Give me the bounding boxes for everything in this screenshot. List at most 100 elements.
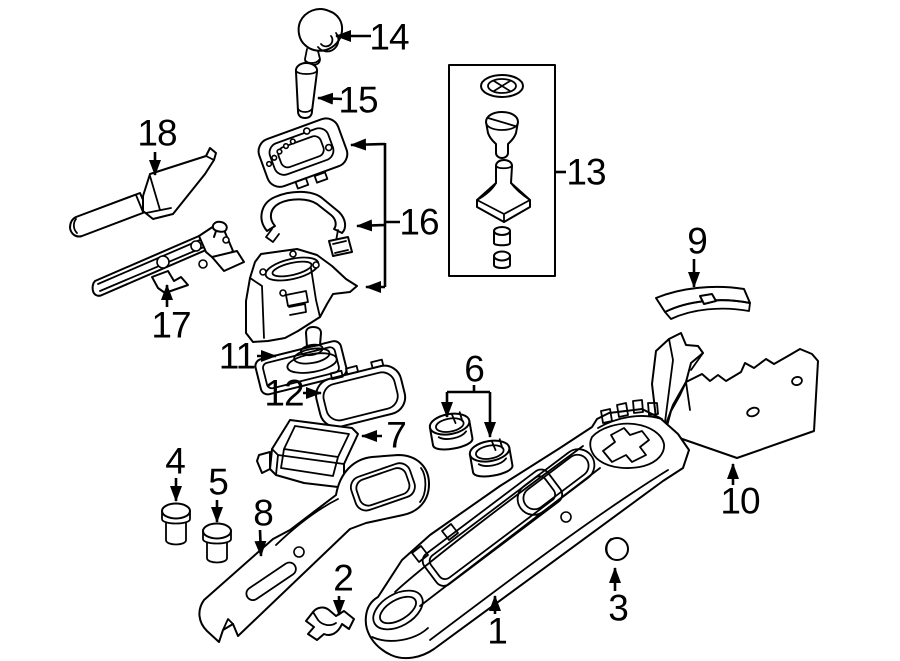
callout-13-label: 13 [566, 152, 605, 193]
part-6-cup-left [428, 411, 474, 451]
part-1-front-channel [516, 448, 596, 516]
callout-16[interactable]: 16 [350, 138, 440, 293]
part-14-outline [297, 8, 344, 52]
callout-1[interactable]: 1 [487, 595, 508, 652]
callout-6-bracket [447, 385, 490, 394]
part-11-bellows [286, 343, 338, 374]
part-5-top [202, 522, 232, 540]
part-18-boot-details [145, 155, 215, 214]
part-1-center-console[interactable] [364, 399, 690, 660]
part-17-foot [151, 270, 189, 294]
part-12-trim-frame[interactable] [311, 356, 409, 430]
part-13-cap-disc [480, 74, 524, 98]
part-16-guide-details [265, 228, 339, 243]
part-17-brake-lever[interactable] [91, 220, 245, 297]
part-7-storage-tray[interactable] [256, 419, 359, 488]
callout-4[interactable]: 4 [165, 441, 186, 502]
part-11-plate [254, 340, 348, 396]
part-1-mount-teeth [597, 399, 663, 429]
part-16-housing[interactable] [245, 248, 358, 343]
part-3-rim [605, 538, 612, 559]
callout-3-label: 3 [608, 588, 628, 629]
callout-15-label: 15 [338, 80, 378, 121]
part-17-bar-lines [97, 239, 205, 292]
part-1-hole [560, 511, 572, 523]
callout-11[interactable]: 11 [219, 336, 277, 377]
part-8-outline [198, 454, 430, 643]
part-5-body [202, 530, 232, 564]
callout-15[interactable]: 15 [317, 80, 379, 121]
part-10-hole-1 [746, 406, 760, 418]
part-16-housing-holes [259, 250, 320, 297]
part-1-shifter-boss [589, 422, 665, 469]
callout-8[interactable]: 8 [253, 493, 274, 557]
part-16-plate-island [277, 135, 325, 169]
part-10-rear-bracket[interactable] [651, 332, 819, 459]
part-11-boot-plate[interactable] [254, 326, 348, 396]
part-4-body [161, 510, 191, 546]
part-16-guide-outline [260, 190, 347, 234]
part-10-hole-2 [791, 376, 803, 386]
callout-10[interactable]: 10 [720, 463, 761, 522]
callout-18-label: 18 [137, 113, 176, 154]
part-5-plug[interactable] [202, 522, 232, 564]
callout-14-label: 14 [369, 17, 409, 58]
part-14-shift-knob[interactable] [297, 8, 344, 66]
part-15-lever-sleeve[interactable] [294, 62, 319, 119]
callout-11-label: 11 [219, 336, 255, 377]
callout-9[interactable]: 9 [687, 221, 708, 288]
callout-6-label: 6 [464, 349, 484, 390]
part-15-outline [294, 62, 319, 119]
part-8-details [222, 467, 427, 631]
part-12-tabs [329, 358, 385, 381]
part-16-housing-details [249, 267, 321, 339]
callout-12[interactable]: 12 [264, 373, 322, 414]
part-1-cup-recess [372, 589, 424, 631]
part-11-stem [305, 326, 322, 348]
callout-8-arrow [254, 529, 267, 557]
part-13-shifter-kit[interactable] [448, 64, 556, 277]
part-8-hole [293, 546, 305, 558]
callout-3[interactable]: 3 [608, 567, 629, 629]
callout-17[interactable]: 17 [151, 284, 192, 346]
callout-15-arrow [317, 92, 343, 105]
callout-7[interactable]: 7 [361, 415, 407, 456]
part-16-gate-plate[interactable] [255, 115, 354, 198]
part-2-detail [312, 611, 337, 627]
part-16-plate-tabs [294, 171, 329, 190]
part-13-knob [485, 111, 519, 159]
part-9-rear-bracket[interactable] [655, 285, 751, 320]
part-1-main-opening [421, 468, 564, 587]
callout-10-label: 10 [720, 481, 760, 522]
callout-2-label: 2 [333, 558, 353, 599]
callout-9-label: 9 [687, 221, 707, 262]
part-12-inner [322, 371, 399, 422]
part-18-grip-details [72, 194, 144, 234]
callout-2[interactable]: 2 [333, 558, 354, 616]
callout-7-label: 7 [386, 415, 406, 456]
callout-5-label: 5 [208, 462, 228, 503]
part-3-cap[interactable] [605, 537, 629, 561]
part-1-clips [411, 523, 459, 563]
callout-18[interactable]: 18 [137, 113, 178, 176]
callout-5[interactable]: 5 [208, 462, 229, 523]
part-1-nose-band [371, 627, 429, 642]
part-17-holes [156, 236, 230, 269]
part-8-side-panel[interactable] [198, 454, 430, 643]
part-1-outline [364, 408, 690, 660]
part-13-boot [476, 159, 531, 223]
callout-16-arrow-1 [350, 138, 386, 151]
part-6-cup-inserts[interactable] [428, 411, 514, 479]
part-4-plug[interactable] [161, 502, 191, 546]
callout-16-label: 16 [399, 202, 438, 243]
part-16-cable-guide[interactable] [260, 190, 353, 257]
callout-6[interactable]: 6 [441, 349, 496, 438]
part-18-handle-boot[interactable] [69, 147, 217, 238]
part-16-connector-pins [332, 240, 349, 254]
callout-14[interactable]: 14 [335, 17, 410, 58]
callout-1-label: 1 [487, 611, 507, 652]
part-2-bracket[interactable] [305, 606, 355, 641]
callout-13[interactable]: 13 [554, 152, 607, 193]
part-17-bar [91, 235, 207, 297]
